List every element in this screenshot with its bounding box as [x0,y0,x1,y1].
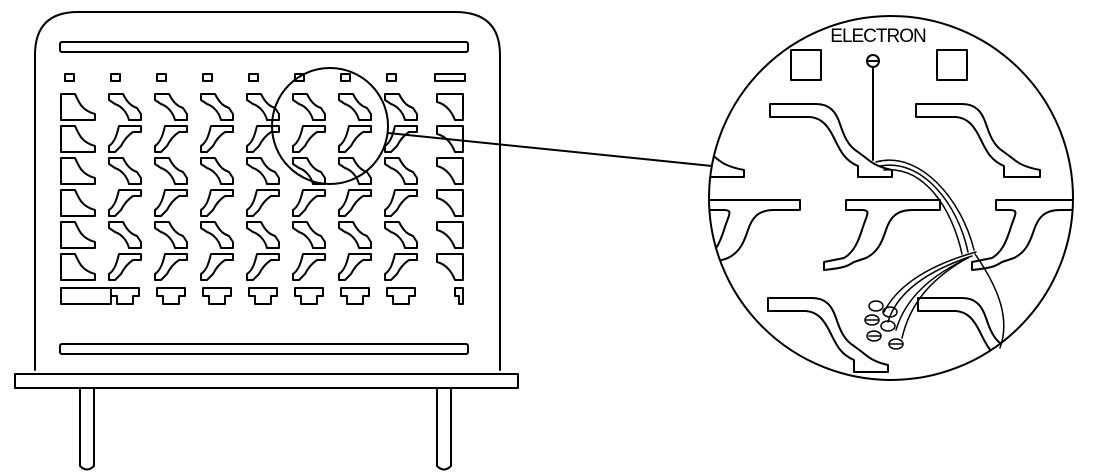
channel-cell-r3-c7 [338,157,372,185]
bottom-cell-c1 [60,287,112,305]
channel-cell-r6-c5 [246,253,280,281]
bottom-slot-bar [59,343,469,355]
bottom-cell-c4 [202,287,232,305]
channel-cell-r1-c9 [436,93,464,121]
electron-source [866,54,880,161]
zoom-channel-r3-left [767,297,889,373]
bottom-cell-c7 [340,287,370,305]
channel-cell-r2-c4 [200,125,234,153]
channel-cell-r2-c5 [246,125,280,153]
channel-cell-r2-c9 [436,125,464,153]
base-plate [14,373,519,389]
left-leg [79,387,95,471]
channel-cell-r6-c2 [108,253,142,281]
zoom-channel-r2-right [971,199,1073,271]
zoom-channel-r3-right [917,297,1037,373]
bottom-cell-c2 [110,287,140,305]
channel-cell-r5-c8 [384,221,418,249]
zoom-channel-r2-mid [823,199,941,271]
zoom-window-left [790,49,822,81]
channel-cell-r5-c7 [338,221,372,249]
channel-cell-r5-c1 [60,221,96,249]
top-cell-square [386,73,397,82]
bottom-cell-c3 [156,287,186,305]
right-leg [436,387,452,471]
channel-cell-r1-c7 [338,93,372,121]
channel-cell-r4-c4 [200,189,234,217]
channel-cell-r3-c3 [154,157,188,185]
zoom-label: ELECTRON [830,26,926,47]
secondary-electron-cluster [864,300,904,350]
top-cell-square [202,73,213,82]
channel-cell-r4-c2 [108,189,142,217]
bottom-cell-c5 [248,287,278,305]
zoom-window-right [936,49,968,81]
zoom-channel-r1-right [915,103,1041,178]
channel-cell-r2-c8 [384,125,418,153]
zoom-connector-line [387,132,713,167]
zoom-channel-r2-left [709,199,801,271]
channel-cell-r2-c6 [292,125,326,153]
device-housing [34,11,501,371]
channel-cell-r6-c9 [436,253,464,281]
channel-cell-r6-c4 [200,253,234,281]
channel-cell-r6-c8 [384,253,418,281]
channel-cell-r1-c6 [292,93,326,121]
channel-cell-r5-c2 [108,221,142,249]
channel-cell-r3-c9 [436,157,464,185]
channel-cell-r5-c6 [292,221,326,249]
zoom-circle [708,15,1074,381]
channel-cell-r3-c5 [246,157,280,185]
zoom-channel-r1-left [709,103,745,178]
channel-cell-r2-c2 [108,125,142,153]
channel-cell-r6-c1 [60,253,96,281]
channel-cell-r6-c6 [292,253,326,281]
channel-cell-r1-c3 [154,93,188,121]
bottom-cell-c8 [386,287,416,305]
top-cell-square [156,73,167,82]
top-cell-square [294,73,305,82]
channel-cell-r4-c8 [384,189,418,217]
zoom-channel-r1-mid [769,103,893,178]
channel-cell-r6-c7 [338,253,372,281]
channel-cell-r4-c9 [436,189,464,217]
zoom-detail: ELECTRON [708,15,1074,381]
channel-cell-r4-c7 [338,189,372,217]
top-cell-square [248,73,259,82]
channel-cell-r5-c4 [200,221,234,249]
top-cell-square [110,73,121,82]
top-cell-square [434,73,466,82]
channel-cell-r5-c9 [436,221,464,249]
electron-trajectories [875,159,1005,349]
channel-cell-r2-c1 [60,125,96,153]
channel-cell-r3-c4 [200,157,234,185]
top-cell-square [340,73,351,82]
channel-cell-r3-c1 [60,157,96,185]
channel-cell-r2-c7 [338,125,372,153]
channel-cell-r1-c1 [60,93,96,121]
channel-cell-r4-c3 [154,189,188,217]
channel-cell-r6-c3 [154,253,188,281]
channel-cell-grid [60,73,466,305]
channel-cell-r2-c3 [154,125,188,153]
bottom-cell-c9 [454,287,464,305]
top-cell-square [64,73,75,82]
channel-cell-r5-c3 [154,221,188,249]
channel-cell-r1-c5 [246,93,280,121]
channel-cell-r1-c4 [200,93,234,121]
channel-cell-r4-c5 [246,189,280,217]
bottom-cell-c6 [294,287,324,305]
channel-plate-device [14,11,519,471]
top-slot-bar [59,41,469,53]
channel-cell-r3-c2 [108,157,142,185]
channel-cell-r5-c5 [246,221,280,249]
magnifier-circle [271,67,389,185]
channel-cell-r1-c8 [384,93,418,121]
channel-cell-r3-c8 [384,157,418,185]
channel-cell-r1-c2 [108,93,142,121]
channel-cell-r4-c1 [60,189,96,217]
channel-cell-r4-c6 [292,189,326,217]
